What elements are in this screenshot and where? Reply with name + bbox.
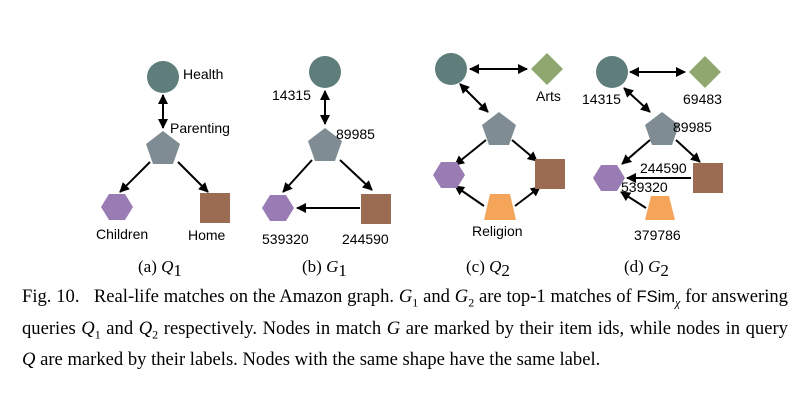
edge-d2 (623, 87, 651, 113)
label-539320: 539320 (621, 179, 668, 195)
square-node (693, 163, 723, 193)
edge-d6 (620, 191, 647, 209)
hexagon-node (593, 165, 625, 191)
label-14315: 14315 (272, 87, 311, 103)
figure-caption: Fig. 10. Real-life matches on the Amazon… (22, 286, 788, 371)
edge-a3 (177, 161, 209, 193)
edge-c4 (511, 139, 538, 162)
trapezoid-node (645, 196, 675, 220)
square-node (200, 193, 230, 223)
edge-c3 (454, 139, 487, 166)
label-69483: 69483 (683, 91, 722, 107)
panel-d: 14315 69483 89985 244590 539320 379786 (… (582, 56, 723, 280)
edge-c5 (454, 185, 485, 207)
panel-b-caption: (b) G1 (302, 257, 347, 280)
figure-panels: Health Parenting Children Home (a) Q1 14… (96, 53, 723, 280)
circle-node (596, 56, 628, 88)
label-religion: Religion (472, 223, 523, 239)
circle-node (309, 56, 341, 88)
label-parenting: Parenting (170, 120, 230, 136)
circle-node (147, 61, 179, 93)
square-node (535, 159, 565, 189)
square-node (361, 194, 391, 224)
pentagon-node (482, 112, 516, 145)
hexagon-node (262, 195, 294, 221)
edge-d3 (621, 139, 651, 165)
diamond-node (689, 56, 721, 88)
edge-d4 (675, 139, 701, 163)
hexagon-node (433, 162, 465, 188)
edge-b2 (282, 159, 313, 193)
panel-a: Health Parenting Children Home (a) Q1 (96, 61, 230, 280)
label-89985: 89985 (336, 126, 375, 142)
diamond-node (531, 53, 563, 85)
trapezoid-node (484, 194, 516, 220)
pentagon-node (645, 112, 679, 145)
label-children: Children (96, 226, 148, 242)
panel-c-caption: (c) Q2 (466, 257, 510, 280)
panel-a-caption: (a) Q1 (138, 257, 182, 280)
edge-a2 (119, 161, 151, 193)
label-home: Home (188, 227, 226, 243)
label-539320: 539320 (262, 231, 309, 247)
figure-number: Fig. 10. (22, 286, 80, 307)
label-14315: 14315 (582, 91, 621, 107)
label-health: Health (183, 66, 223, 82)
label-379786: 379786 (634, 227, 681, 243)
pentagon-node (146, 131, 180, 164)
pentagon-node (308, 128, 342, 161)
edge-b3 (339, 159, 373, 191)
label-244590: 244590 (640, 160, 687, 176)
circle-node (435, 53, 467, 85)
label-89985: 89985 (673, 119, 712, 135)
edge-c6 (514, 186, 541, 207)
panel-d-caption: (d) G2 (624, 257, 669, 280)
panel-c: Arts Religion (c) Q2 (433, 53, 565, 280)
panel-b: 14315 89985 539320 244590 (b) G1 (262, 56, 391, 280)
label-244590: 244590 (342, 231, 389, 247)
hexagon-node (101, 194, 133, 220)
label-arts: Arts (536, 88, 561, 104)
edge-c2 (459, 83, 489, 113)
